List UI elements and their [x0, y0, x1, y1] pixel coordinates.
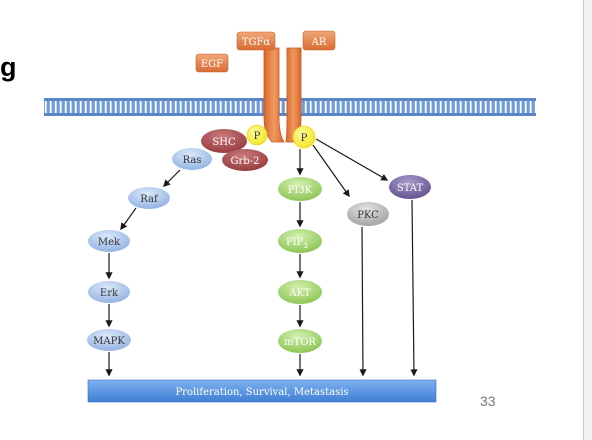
node-akt-label: AKT: [288, 288, 311, 299]
node-mek-label: Mek: [98, 237, 121, 248]
ligand-egf-label: EGF: [201, 59, 223, 70]
page-number-fragment: 33: [480, 393, 496, 409]
arrow-ras-raf: [162, 169, 181, 188]
phospho-left-label: P: [254, 131, 261, 142]
scrollbar-track[interactable]: [583, 0, 592, 440]
node-pkc-label: PKC: [357, 210, 379, 221]
node-erk-label: Erk: [100, 288, 119, 299]
ligand-tgf-alpha: TGFα: [236, 31, 276, 51]
arrow-pkc-outcome: [359, 226, 367, 377]
egfr-receptor: [263, 47, 302, 143]
ligand-ar-label: AR: [311, 37, 327, 48]
node-raf: Raf: [128, 187, 170, 209]
node-mapk: MAPK: [87, 329, 131, 351]
arrow-raf-mek: [120, 207, 137, 231]
arrow-p-pkc: [312, 144, 350, 198]
adaptor-shc: SHC: [201, 129, 247, 153]
node-ras: Ras: [172, 148, 212, 170]
node-raf-label: Raf: [140, 194, 159, 205]
node-pi3k-label: PI3K: [288, 185, 313, 196]
phospho-right: P: [292, 125, 316, 149]
slide-heading-fragment: g: [0, 52, 17, 82]
outcome-label: Proliferation, Survival, Metastasis: [175, 387, 348, 398]
arrow-stat-outcome: [410, 199, 418, 377]
node-pip3: PIP3: [278, 229, 322, 253]
ligand-tgf-alpha-label: TGFα: [242, 37, 271, 48]
node-mtor: mTOR: [278, 329, 322, 353]
node-mapk-label: MAPK: [93, 336, 125, 347]
node-pi3k: PI3K: [278, 177, 322, 201]
adaptor-grb2: Grb-2: [222, 149, 268, 171]
ligand-egf: EGF: [195, 53, 229, 73]
node-stat-label: STAT: [397, 183, 424, 194]
node-ras-label: Ras: [183, 155, 202, 166]
arrow-p-stat: [315, 138, 389, 181]
node-stat: STAT: [389, 175, 431, 199]
phospho-left: P: [246, 124, 268, 146]
node-erk: Erk: [88, 281, 130, 303]
node-mek: Mek: [88, 230, 130, 252]
phospho-right-label: P: [301, 133, 308, 144]
node-mtor-label: mTOR: [284, 337, 316, 348]
node-pkc: PKC: [347, 202, 389, 226]
node-pip3-label: PIP3: [286, 237, 308, 250]
adaptor-shc-label: SHC: [212, 137, 236, 148]
ligand-ar: AR: [302, 30, 336, 51]
pathway-arrows: [105, 138, 418, 377]
node-akt: AKT: [278, 280, 322, 304]
outcome-bar: Proliferation, Survival, Metastasis: [87, 379, 437, 403]
adaptor-grb2-label: Grb-2: [231, 156, 260, 167]
